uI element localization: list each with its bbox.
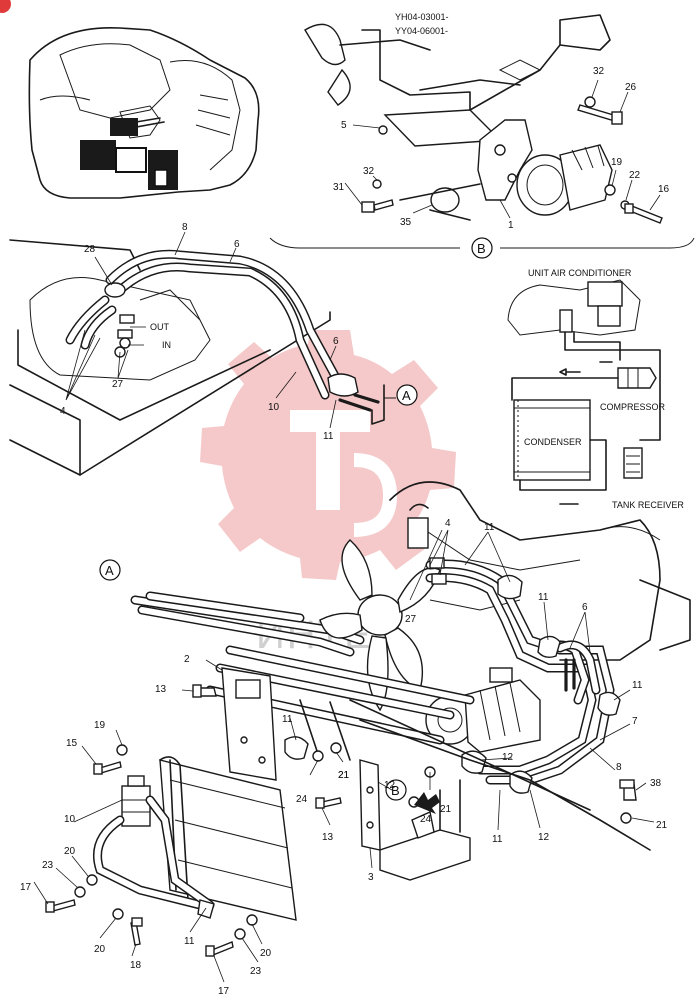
schematic-unit-label: UNIT AIR CONDITIONER xyxy=(528,268,632,278)
callout-m11b: 11 xyxy=(538,592,549,603)
callout-m20a: 20 xyxy=(64,846,76,857)
schematic-compressor-label: COMPRESSOR xyxy=(600,402,666,412)
callout-5: 5 xyxy=(341,120,347,131)
callout-m11d: 11 xyxy=(492,834,503,845)
callout-m3: 3 xyxy=(368,872,374,883)
callout-m24b: 24 xyxy=(296,794,308,805)
callout-m21b: 21 xyxy=(338,770,350,781)
ac-schematic: UNIT AIR CONDITIONER COMPRESSOR CONDENSE… xyxy=(507,268,684,510)
schematic-receiver-label: TANK RECEIVER xyxy=(612,500,684,510)
callout-m10: 10 xyxy=(64,814,76,825)
callout-m23b: 23 xyxy=(250,966,262,977)
callout-m2: 2 xyxy=(184,654,190,665)
view-b-compressor-mount: YH04-03001- YY04-06001- xyxy=(269,12,695,259)
callout-m12c: 12 xyxy=(384,780,396,791)
schematic-condenser-label: CONDENSER xyxy=(524,437,582,447)
callout-m11e: 11 xyxy=(282,714,293,725)
callout-32a: 32 xyxy=(593,66,605,77)
callout-m12a: 12 xyxy=(502,752,514,763)
callout-6: 6 xyxy=(234,239,240,250)
callout-4: 4 xyxy=(60,406,66,417)
view-arrow-icon xyxy=(414,792,440,814)
fasteners xyxy=(45,684,637,957)
callout-m21d: 21 xyxy=(656,820,668,831)
callout-m17a: 17 xyxy=(20,882,32,893)
view-b-label: B xyxy=(477,241,486,256)
serial-range-1: YH04-03001- xyxy=(395,12,449,22)
main-assembly: A xyxy=(20,481,691,997)
callout-m24a: 24 xyxy=(420,814,432,825)
callout-m7: 7 xyxy=(632,716,638,727)
callout-m23a: 23 xyxy=(42,860,54,871)
callout-35: 35 xyxy=(400,217,412,228)
callout-26: 26 xyxy=(625,82,637,93)
callout-m13a: 13 xyxy=(155,684,167,695)
callout-32b: 32 xyxy=(363,166,375,177)
callout-11: 11 xyxy=(323,431,334,442)
callout-10: 10 xyxy=(268,402,280,413)
callout-m17b: 17 xyxy=(218,986,230,997)
callout-m13b: 13 xyxy=(322,832,334,843)
callout-27: 27 xyxy=(112,379,124,390)
view-a-label-top: A xyxy=(402,388,411,403)
callout-m6: 6 xyxy=(582,602,588,613)
callout-m20c: 20 xyxy=(260,948,272,959)
callout-31: 31 xyxy=(333,182,345,193)
callout-m18: 18 xyxy=(130,960,142,971)
callout-m20b: 20 xyxy=(94,944,106,955)
callout-16: 16 xyxy=(658,184,670,195)
port-in-label: IN xyxy=(162,340,171,350)
callout-m21c: 21 xyxy=(338,770,350,781)
callout-m11a: 11 xyxy=(484,522,495,533)
port-out-label: OUT xyxy=(150,322,170,332)
callout-m8: 8 xyxy=(616,762,622,773)
callout-6b: 6 xyxy=(333,336,339,347)
serial-range-2: YY04-06001- xyxy=(395,26,448,36)
hose-routing-left: A OUT IN 8 6 28 4 27 10 6 11 xyxy=(9,222,418,476)
callout-m11f: 11 xyxy=(184,936,195,947)
callout-m27: 27 xyxy=(405,614,417,625)
callout-28: 28 xyxy=(84,244,96,255)
callout-m21a: 21 xyxy=(440,804,452,815)
receiver-drier xyxy=(93,775,215,919)
callout-1: 1 xyxy=(508,220,514,231)
corner-marker-icon xyxy=(0,0,11,13)
callout-m4: 4 xyxy=(445,518,451,529)
callout-8: 8 xyxy=(182,222,188,233)
callout-22: 22 xyxy=(629,170,641,181)
machine-overview xyxy=(28,26,260,199)
callout-m11c: 11 xyxy=(632,680,643,691)
view-a-label-main: A xyxy=(105,563,114,578)
callout-m15: 15 xyxy=(66,738,78,749)
callout-m19: 19 xyxy=(94,720,106,731)
callout-m38: 38 xyxy=(650,778,662,789)
callout-m12b: 12 xyxy=(538,832,550,843)
cooling-fan xyxy=(319,539,441,712)
view-b-label-main: B xyxy=(391,783,400,798)
callout-19: 19 xyxy=(611,157,623,168)
